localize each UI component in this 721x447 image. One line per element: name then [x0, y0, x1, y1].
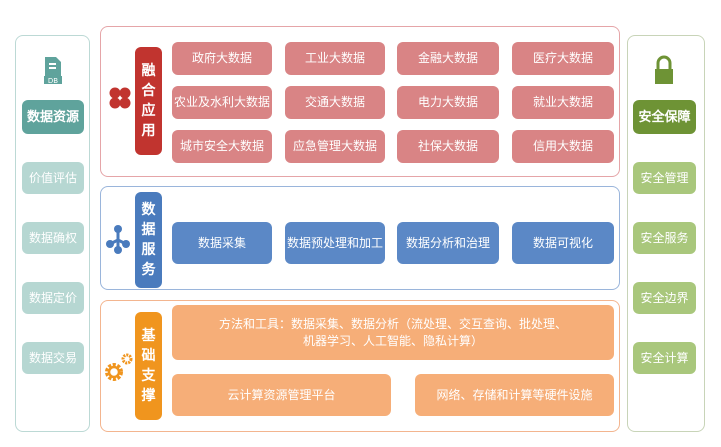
fusion-item[interactable]: 工业大数据 [285, 42, 385, 75]
label-char: 撑 [141, 388, 156, 404]
data-resource-panel [15, 35, 90, 432]
service-item[interactable]: 数据采集 [172, 222, 272, 264]
right-item[interactable]: 安全管理 [633, 162, 696, 194]
service-item[interactable]: 数据分析和治理 [397, 222, 499, 264]
right-item[interactable]: 安全计算 [633, 342, 696, 374]
left-item[interactable]: 价值评估 [22, 162, 84, 194]
label-char: 合 [141, 83, 156, 99]
gears-icon [102, 350, 134, 384]
label-char: 支 [141, 368, 156, 384]
base-support-label: 基础支撑 [135, 312, 162, 420]
methods-line: 方法和工具：数据采集、数据分析（流处理、交互查询、批处理、 [218, 316, 567, 331]
security-panel [627, 35, 705, 432]
left-item[interactable]: 数据定价 [22, 282, 84, 314]
fusion-item[interactable]: 医疗大数据 [512, 42, 614, 75]
label-char: 基 [141, 328, 156, 344]
fusion-item[interactable]: 交通大数据 [285, 86, 385, 119]
label-char: 服 [141, 242, 156, 258]
svg-text:DB: DB [48, 77, 58, 84]
service-item[interactable]: 数据可视化 [512, 222, 614, 264]
cloud-platform-box[interactable]: 云计算资源管理平台 [172, 374, 391, 416]
methods-tools-box[interactable]: 方法和工具：数据采集、数据分析（流处理、交互查询、批处理、 机器学习、人工智能、… [172, 305, 614, 360]
label-char: 据 [141, 222, 156, 238]
data-service-section [100, 186, 620, 290]
label-char: 应 [141, 103, 156, 119]
fusion-item[interactable]: 信用大数据 [512, 130, 614, 163]
clover-icon [108, 86, 132, 110]
fusion-item[interactable]: 社保大数据 [397, 130, 499, 163]
data-service-label: 数据服务 [135, 192, 162, 288]
fusion-item[interactable]: 政府大数据 [172, 42, 272, 75]
fusion-label: 融合应用 [135, 47, 162, 155]
fusion-item[interactable]: 就业大数据 [512, 86, 614, 119]
right-item[interactable]: 安全边界 [633, 282, 696, 314]
service-item[interactable]: 数据预处理和加工 [285, 222, 385, 264]
fusion-item[interactable]: 城市安全大数据 [172, 130, 272, 163]
lock-icon [654, 55, 674, 85]
label-char: 务 [141, 262, 156, 278]
label-char: 融 [141, 63, 156, 79]
fusion-item[interactable]: 金融大数据 [397, 42, 499, 75]
database-file-icon: DB [44, 56, 62, 85]
left-item[interactable]: 数据交易 [22, 342, 84, 374]
fusion-item[interactable]: 电力大数据 [397, 86, 499, 119]
security-title: 安全保障 [633, 100, 696, 134]
data-resource-title: 数据资源 [22, 100, 84, 134]
share-network-icon [106, 224, 130, 254]
hardware-box[interactable]: 网络、存储和计算等硬件设施 [415, 374, 614, 416]
label-char: 础 [141, 348, 156, 364]
label-char: 数 [141, 202, 156, 218]
fusion-application-section [100, 26, 620, 177]
fusion-item[interactable]: 农业及水利大数据 [172, 86, 272, 119]
methods-line: 机器学习、人工智能、隐私计算） [302, 333, 483, 348]
fusion-item[interactable]: 应急管理大数据 [285, 130, 385, 163]
label-char: 用 [141, 123, 156, 139]
base-support-section [100, 300, 620, 432]
left-item[interactable]: 数据确权 [22, 222, 84, 254]
right-item[interactable]: 安全服务 [633, 222, 696, 254]
